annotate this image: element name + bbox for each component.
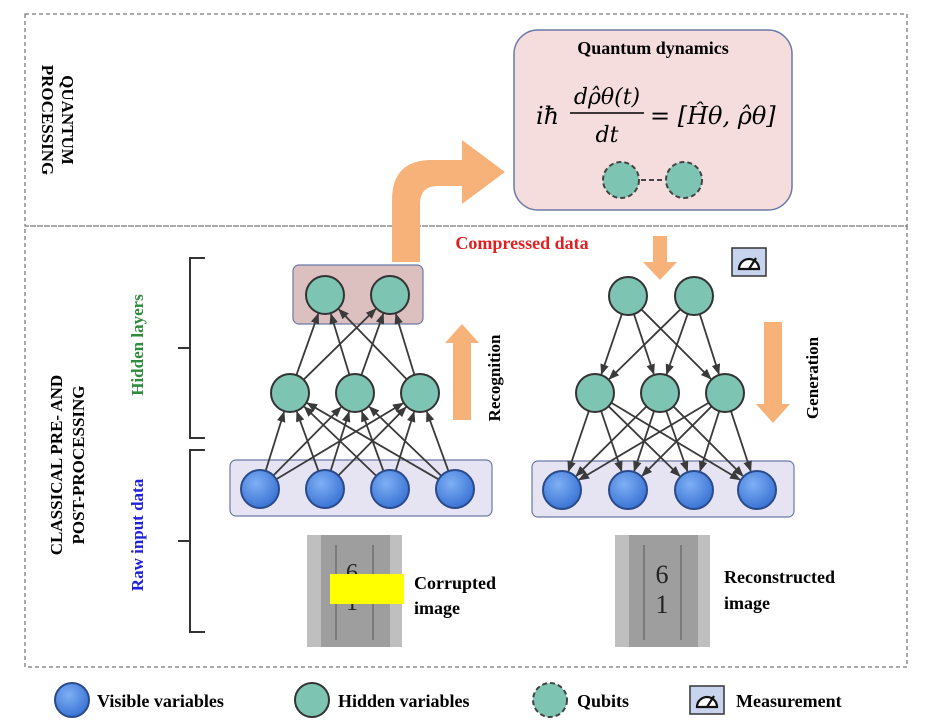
- compressed-data-label: Compressed data: [455, 233, 588, 253]
- visible-layer-box-right: [531, 460, 795, 518]
- hidden-node: [674, 276, 714, 316]
- hidden-node: [705, 373, 745, 413]
- visible-node: [305, 469, 345, 509]
- recognition-edge: [295, 312, 320, 376]
- visible-node: [674, 470, 714, 510]
- classical-label-line2: POST-PROCESSING: [69, 385, 88, 544]
- generation-edge: [698, 410, 721, 472]
- classical-section-frame: [24, 225, 908, 668]
- recognition-edge: [296, 410, 320, 472]
- raw-input-bracket: [178, 449, 205, 633]
- svg-text:1: 1: [656, 590, 669, 619]
- recognition-edge: [338, 308, 408, 380]
- corrupted-label-line2: image: [414, 598, 460, 618]
- hidden-node: [608, 276, 648, 316]
- generation-edge: [665, 313, 689, 376]
- legend-qubits-label: Qubits: [577, 691, 629, 711]
- reconstructed-label-line1: Reconstructed: [724, 567, 835, 587]
- generation-edge: [730, 410, 752, 473]
- generation-edge: [641, 405, 713, 477]
- generation-edge: [600, 313, 623, 376]
- generation-edge: [698, 313, 721, 375]
- recognition-label: Recognition: [485, 334, 504, 421]
- hidden-layers-bracket: [178, 257, 205, 439]
- visible-node: [370, 469, 410, 509]
- legend-hidden-label: Hidden variables: [338, 691, 470, 711]
- recognition-edge: [329, 313, 351, 376]
- hidden-node: [640, 373, 680, 413]
- equation-prefix: iħ: [536, 102, 559, 130]
- recognition-edge: [394, 313, 416, 376]
- hidden-node: [370, 275, 410, 315]
- hidden-node: [575, 373, 615, 413]
- reconstructed-image: 6 1: [615, 535, 710, 647]
- recognition-edge: [264, 411, 286, 472]
- svg-text:6: 6: [656, 560, 669, 589]
- quantum-output-arrow: [643, 236, 677, 280]
- hidden-node: [400, 373, 440, 413]
- visible-node: [608, 470, 648, 510]
- quantum-dynamics-box: [513, 29, 793, 211]
- recognition-arrow: [445, 324, 479, 420]
- generation-edge: [672, 405, 744, 477]
- legend-qubit-swatch: [532, 682, 568, 718]
- hidden-node: [305, 275, 345, 315]
- generation-arrow: [756, 322, 790, 423]
- generation-edge: [567, 410, 590, 473]
- visible-node: [737, 470, 777, 510]
- measurement-icon: [731, 247, 767, 277]
- equation-rhs: = [Ĥθ, ρ̂θ]: [650, 101, 776, 130]
- visible-node: [240, 469, 280, 509]
- generation-edge: [575, 405, 648, 477]
- recognition-edge: [303, 406, 377, 477]
- recognition-edge: [306, 402, 440, 481]
- qubit: [602, 161, 640, 199]
- quantum-label-line1: QUANTUM: [58, 75, 77, 165]
- visible-node: [435, 469, 475, 509]
- legend-measurement-icon: [689, 685, 725, 715]
- equation-numerator: dρ̂θ(t): [574, 85, 640, 110]
- legend-visible-swatch: [54, 682, 90, 718]
- recognition-edge: [426, 410, 450, 472]
- generation-edge: [640, 308, 712, 380]
- recognition-edge: [368, 406, 442, 477]
- hidden-node: [335, 373, 375, 413]
- compressed-data-arrow: [392, 140, 505, 262]
- equation-denominator: dt: [596, 123, 619, 148]
- generation-edge: [578, 401, 710, 481]
- corrupted-image: 6 1: [307, 535, 404, 647]
- hidden-node: [270, 373, 310, 413]
- generation-edge: [608, 308, 682, 380]
- classical-label-line1: CLASSICAL PRE- AND: [47, 375, 66, 555]
- raw-input-label: Raw input data: [128, 478, 147, 591]
- qubit: [665, 161, 703, 199]
- quantum-dynamics-title: Quantum dynamics: [577, 38, 729, 58]
- corrupted-label-line1: Corrupted: [414, 573, 496, 593]
- generation-label: Generation: [803, 336, 822, 419]
- reconstructed-label-line2: image: [724, 593, 770, 613]
- visible-node: [542, 470, 582, 510]
- legend-hidden-swatch: [294, 682, 330, 718]
- quantum-label-line2: PROCESSING: [38, 65, 57, 176]
- legend-visible-label: Visible variables: [97, 691, 224, 711]
- hidden-layers-label: Hidden layers: [128, 294, 147, 396]
- legend-measurement-label: Measurement: [736, 691, 842, 711]
